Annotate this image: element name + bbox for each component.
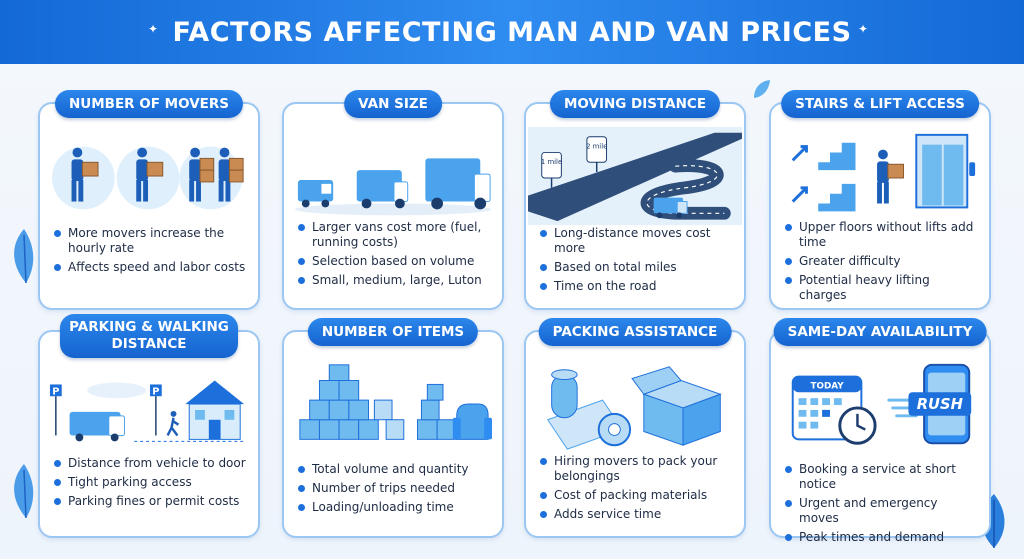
- bullet: Affects speed and labor costs: [54, 260, 250, 275]
- vans-icon: [292, 132, 494, 224]
- page-title: FACTORS AFFECTING MAN AND VAN PRICES: [172, 16, 852, 48]
- card-title: VAN SIZE: [344, 90, 442, 118]
- stairs-lift-icon: [779, 132, 981, 224]
- bullet: Potential heavy lifting charges: [785, 273, 981, 303]
- card-title: MOVING DISTANCE: [549, 90, 721, 118]
- bullet: Urgent and emergency moves: [785, 496, 981, 526]
- bullet: Distance from vehicle to door: [54, 456, 250, 471]
- card-parking-walking: PARKING & WALKING DISTANCE P P Distance …: [38, 314, 260, 538]
- bullet: Cost of packing materials: [540, 488, 736, 503]
- leaf-icon: [754, 80, 770, 98]
- bullet: Larger vans cost more (fuel, running cos…: [298, 220, 494, 250]
- mile-marker-2: 2 mile: [586, 143, 607, 151]
- bullet: Based on total miles: [540, 260, 736, 275]
- bullet: Number of trips needed: [298, 481, 494, 496]
- mile-marker-1: 1 mile: [541, 158, 562, 166]
- calendar-today-label: TODAY: [810, 381, 844, 391]
- sparkle-icon: ✦: [858, 22, 869, 36]
- bullet: Small, medium, large, Luton: [298, 273, 494, 288]
- bullet: Hiring movers to pack your belongings: [540, 454, 736, 484]
- bullet: Adds service time: [540, 507, 736, 522]
- card-moving-distance: MOVING DISTANCE 1 mile 2 mile Long-dista…: [524, 90, 746, 310]
- parking-house-icon: P P: [48, 366, 250, 450]
- calendar-rush-icon: TODAY RUSH: [779, 360, 981, 452]
- movers-icon: [48, 132, 250, 224]
- bullet: Greater difficulty: [785, 254, 981, 269]
- svg-text:P: P: [52, 386, 59, 397]
- leaf-icon: [14, 464, 34, 519]
- card-title: NUMBER OF MOVERS: [54, 90, 244, 118]
- leaf-icon: [14, 229, 34, 284]
- bullet: Tight parking access: [54, 475, 250, 490]
- card-title: STAIRS & LIFT ACCESS: [781, 90, 979, 118]
- bullet: Long-distance moves cost more: [540, 226, 736, 256]
- svg-text:P: P: [152, 386, 159, 397]
- road-icon: 1 mile 2 mile: [528, 126, 742, 226]
- header-banner: FACTORS AFFECTING MAN AND VAN PRICES ✦ ✦: [0, 0, 1024, 64]
- card-stairs-lift: STAIRS & LIFT ACCESS Upper floors withou…: [769, 90, 991, 310]
- card-packing-assistance: PACKING ASSISTANCE Hiring movers to pack…: [524, 318, 746, 538]
- bullet: Parking fines or permit costs: [54, 494, 250, 509]
- bullet: Selection based on volume: [298, 254, 494, 269]
- card-number-of-items: NUMBER OF ITEMS Total volume and quantit…: [282, 318, 504, 538]
- card-title: NUMBER OF ITEMS: [307, 318, 479, 346]
- card-same-day-availability: SAME-DAY AVAILABILITY TODAY RUSH Booking…: [769, 318, 991, 544]
- rush-label: RUSH: [917, 396, 963, 413]
- card-title: PARKING & WALKING DISTANCE: [60, 314, 238, 358]
- bullet: Time on the road: [540, 279, 736, 294]
- sparkle-icon: ✦: [148, 22, 159, 36]
- bullet: Upper floors without lifts add time: [785, 220, 981, 250]
- card-van-size: VAN SIZE Larger vans cost more (fuel, ru…: [282, 90, 504, 310]
- bullet: Total volume and quantity: [298, 462, 494, 477]
- bullet: Booking a service at short notice: [785, 462, 981, 492]
- packing-icon: [534, 360, 736, 452]
- bullet: Loading/unloading time: [298, 500, 494, 515]
- bullet: More movers increase the hourly rate: [54, 226, 250, 256]
- card-title: PACKING ASSISTANCE: [538, 318, 732, 346]
- bullet: Peak times and demand: [785, 530, 981, 545]
- card-title: SAME-DAY AVAILABILITY: [773, 318, 987, 346]
- boxes-icon: [292, 360, 494, 452]
- card-number-of-movers: NUMBER OF MOVERS Mor: [38, 90, 260, 310]
